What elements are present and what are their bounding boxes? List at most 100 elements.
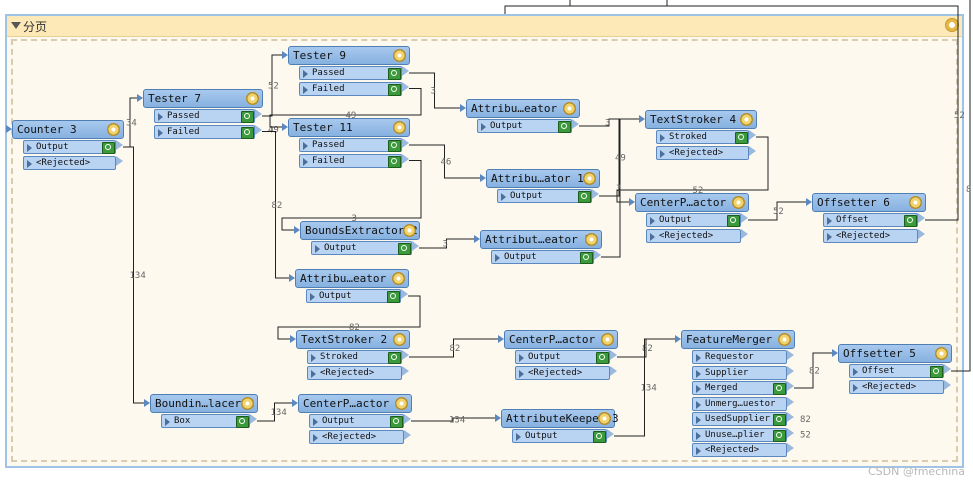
gear-icon[interactable] — [393, 121, 406, 134]
transformer-attr10[interactable]: Attribu…ator 10 — [486, 169, 600, 188]
inspect-icon[interactable] — [558, 121, 571, 133]
gear-icon[interactable] — [393, 49, 406, 62]
output-port-output[interactable]: Output — [311, 241, 412, 255]
input-port-icon[interactable] — [292, 399, 298, 407]
inspect-icon[interactable] — [930, 366, 943, 378]
inspect-icon[interactable] — [773, 429, 786, 442]
output-port-passed[interactable]: Passed — [299, 138, 402, 152]
inspect-icon[interactable] — [773, 414, 786, 426]
inspect-icon[interactable] — [241, 126, 254, 139]
output-connector-icon[interactable] — [918, 213, 925, 223]
output-connector-icon[interactable] — [610, 365, 617, 376]
output-port-rejected[interactable]: <Rejected> — [823, 228, 918, 243]
output-port-unmerguestor[interactable]: Unmerg…uestor — [692, 396, 787, 411]
output-port-passed[interactable]: Passed — [299, 66, 402, 80]
inspect-icon[interactable] — [904, 215, 917, 227]
output-port-stroked[interactable]: Stroked — [656, 130, 749, 144]
output-connector-icon[interactable] — [749, 130, 756, 140]
output-connector-icon[interactable] — [250, 414, 257, 424]
input-port-icon[interactable] — [806, 198, 812, 206]
output-port-rejected[interactable]: <Rejected> — [23, 155, 116, 170]
bookmark-header[interactable]: 分页 — [7, 16, 962, 37]
output-port-stroked[interactable]: Stroked — [307, 350, 402, 364]
transformer-textstroker2[interactable]: TextStroker 2 — [296, 330, 410, 349]
output-connector-icon[interactable] — [255, 124, 262, 135]
output-connector-icon[interactable] — [787, 412, 794, 422]
connection-line[interactable] — [411, 417, 495, 422]
output-port-passed[interactable]: Passed — [154, 109, 255, 123]
output-connector-icon[interactable] — [402, 153, 409, 164]
gear-icon[interactable] — [601, 333, 614, 346]
output-port-rejected[interactable]: <Rejected> — [849, 379, 944, 394]
output-port-output[interactable]: Output — [477, 119, 572, 133]
output-connector-icon[interactable] — [592, 189, 599, 199]
transformer-offsetter6[interactable]: Offsetter 6 — [812, 193, 926, 212]
connection-line[interactable] — [748, 201, 806, 221]
output-connector-icon[interactable] — [944, 379, 951, 390]
input-port-icon[interactable] — [498, 335, 504, 343]
output-port-box[interactable]: Box — [161, 414, 250, 428]
output-connector-icon[interactable] — [402, 138, 409, 148]
connection-line[interactable] — [281, 160, 422, 231]
input-port-icon[interactable] — [144, 399, 150, 407]
connection-line[interactable] — [419, 238, 474, 249]
output-port-unuseplier[interactable]: Unuse…plier — [692, 427, 787, 442]
output-port-output[interactable]: Output — [306, 289, 401, 303]
input-port-icon[interactable] — [290, 335, 296, 343]
input-port-icon[interactable] — [675, 335, 681, 343]
gear-icon[interactable] — [585, 233, 598, 246]
output-port-output[interactable]: Output — [497, 189, 592, 203]
transformer-centerp7[interactable]: CenterP…actor 7 — [635, 193, 749, 212]
gear-icon[interactable] — [395, 397, 408, 410]
inspect-icon[interactable] — [388, 352, 401, 364]
output-connector-icon[interactable] — [741, 213, 748, 223]
gear-icon[interactable] — [241, 397, 254, 410]
output-connector-icon[interactable] — [404, 414, 411, 424]
output-connector-icon[interactable] — [116, 155, 123, 166]
output-connector-icon[interactable] — [404, 429, 411, 440]
input-port-icon[interactable] — [474, 235, 480, 243]
input-port-icon[interactable] — [832, 349, 838, 357]
inspect-icon[interactable] — [727, 215, 740, 227]
output-connector-icon[interactable] — [402, 66, 409, 76]
output-port-rejected[interactable]: <Rejected> — [646, 228, 741, 243]
connection-line[interactable] — [601, 118, 639, 258]
input-port-icon[interactable] — [289, 274, 295, 282]
output-connector-icon[interactable] — [787, 443, 794, 453]
output-port-output[interactable]: Output — [515, 350, 610, 364]
output-port-failed[interactable]: Failed — [154, 124, 255, 139]
input-port-icon[interactable] — [137, 94, 143, 102]
connection-line[interactable] — [257, 402, 292, 422]
gear-icon[interactable] — [909, 196, 922, 209]
connection-line[interactable] — [409, 338, 498, 358]
transformer-attr8[interactable]: Attribu…eator 8 — [295, 269, 409, 288]
inspect-icon[interactable] — [388, 155, 401, 168]
output-port-rejected[interactable]: <Rejected> — [309, 429, 404, 444]
output-connector-icon[interactable] — [402, 365, 409, 376]
connection-line[interactable] — [409, 72, 460, 109]
connection-line[interactable] — [614, 338, 675, 437]
output-port-rejected[interactable]: <Rejected> — [515, 365, 610, 380]
transformer-tester7[interactable]: Tester 7 — [143, 89, 263, 108]
gear-icon[interactable] — [392, 272, 405, 285]
connection-line[interactable] — [409, 144, 480, 179]
output-port-rejected[interactable]: <Rejected> — [692, 443, 787, 457]
gear-icon[interactable] — [598, 412, 611, 425]
output-connector-icon[interactable] — [412, 241, 419, 251]
input-port-icon[interactable] — [629, 198, 635, 206]
transformer-counter3[interactable]: Counter 3 — [12, 120, 124, 139]
gear-icon[interactable] — [107, 123, 120, 136]
output-connector-icon[interactable] — [401, 289, 408, 299]
output-connector-icon[interactable] — [787, 365, 794, 376]
output-connector-icon[interactable] — [255, 109, 262, 119]
input-port-icon[interactable] — [282, 51, 288, 59]
output-connector-icon[interactable] — [944, 364, 951, 374]
gear-icon[interactable] — [246, 92, 259, 105]
transformer-attrkeeper3[interactable]: AttributeKeeper 3 — [501, 409, 619, 428]
connection-line[interactable] — [616, 136, 769, 203]
output-port-output[interactable]: Output — [512, 429, 607, 443]
collapse-arrow-icon[interactable] — [11, 22, 21, 29]
output-port-output[interactable]: Output — [646, 213, 741, 227]
output-connector-icon[interactable] — [787, 381, 794, 391]
inspect-icon[interactable] — [388, 68, 401, 80]
